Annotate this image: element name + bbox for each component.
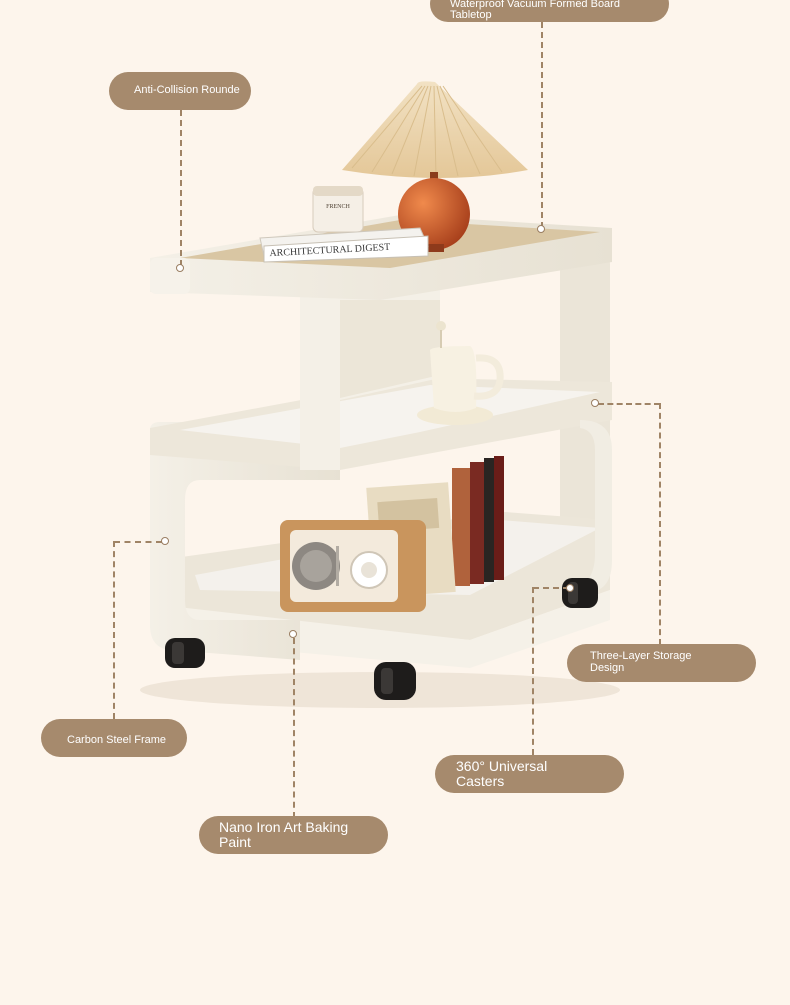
- dot-tabletop: [537, 225, 545, 233]
- callout-storage: Three-Layer Storage Design: [567, 644, 756, 682]
- caster-front-right: [374, 662, 416, 700]
- leader-corners: [180, 110, 182, 266]
- dot-corners: [176, 264, 184, 272]
- leader-casters-h: [533, 587, 569, 589]
- radio: [280, 520, 426, 612]
- callout-frame: Carbon Steel Frame: [41, 719, 187, 757]
- callout-casters-text: 360° Universal Casters: [456, 758, 548, 789]
- leader-storage-h: [598, 403, 660, 405]
- leader-frame-v: [113, 541, 115, 719]
- leader-paint: [293, 638, 295, 818]
- callout-tabletop-text: Waterproof Vacuum Formed Board Tabletop: [450, 0, 620, 22]
- leader-storage-v: [659, 403, 661, 645]
- callout-corners: Anti-Collision Rounde: [109, 72, 251, 110]
- callout-tabletop: Waterproof Vacuum Formed Board Tabletop: [430, 0, 669, 22]
- cart-spine-inner: [340, 300, 440, 398]
- callout-corners-text: Anti-Collision Rounde: [134, 84, 240, 97]
- dot-storage: [591, 399, 599, 407]
- architectural-digest-book: ARCHITECTURAL DIGEST: [259, 227, 429, 263]
- caster-rear-right: [562, 578, 598, 608]
- callout-paint: Nano Iron Art Baking Paint: [199, 816, 388, 854]
- candle-jar: FRENCH: [312, 186, 364, 233]
- cart-frame-right: [575, 420, 612, 592]
- leader-frame-h: [114, 541, 162, 543]
- dot-casters: [566, 584, 574, 592]
- leader-casters-v: [532, 587, 534, 755]
- dot-paint: [289, 630, 297, 638]
- middle-shelf-marble: [180, 385, 600, 448]
- mug: [417, 321, 504, 425]
- jar-label: FRENCH: [326, 204, 350, 210]
- dot-frame: [161, 537, 169, 545]
- callout-paint-text: Nano Iron Art Baking Paint: [219, 819, 349, 850]
- callout-casters: 360° Universal Casters: [435, 755, 624, 793]
- leader-tabletop: [541, 22, 543, 228]
- callout-frame-text: Carbon Steel Frame: [67, 734, 167, 747]
- callout-storage-text: Three-Layer Storage Design: [590, 650, 692, 674]
- caster-front-left: [165, 638, 205, 668]
- top-shelf-lip: [150, 258, 190, 294]
